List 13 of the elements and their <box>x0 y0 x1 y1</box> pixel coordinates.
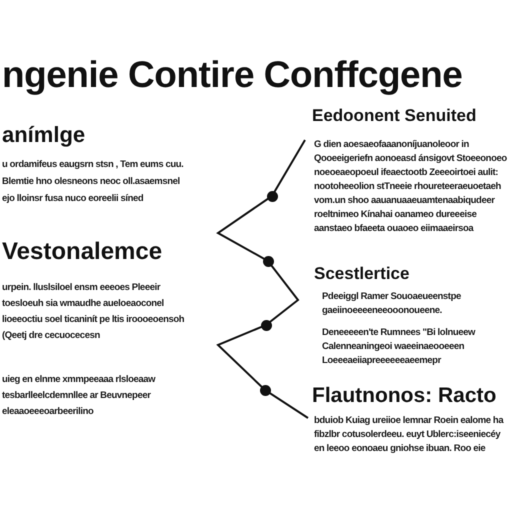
diagram-title: ngenie Contire Conffcgene <box>2 54 462 96</box>
paragraph: bduiob Kuiag ureiioe lemnar Roein ealome ha fibzlbr cotusolerdeeu. euyt Ublerc:iseeniecéy en leeoo eonoaeu gniohse ibuan. Roo eie <box>314 414 505 456</box>
section-heading: Vestonalemce <box>2 238 162 266</box>
section-heading: Eedoonent Senuited <box>312 106 476 126</box>
section-heading: Flautnonos: Racto <box>312 384 496 408</box>
section-heading: Scestlertice <box>314 264 410 284</box>
paragraph: G dien aoesaeofaaanoníjuanoleoor in Qooeeigeriefn aonoeasd ánsigovt Stoeeonoeo noeoeaeopoeul ifeaectootb Zeeeoirtoei aulit: nootoheeolion stTneeie rhoureteeraeuoetaeh vom.un shoo aauanuaaeuamtenaabiqudeer roeltnimeo Kínahai oanameo dureeeise aanstaeo bfaeeta ouaoeo eiimaaeirsoa <box>314 138 508 236</box>
section-heading: anímlge <box>2 122 86 148</box>
paragraph: urpein. lluslsiloel ensm eeeoes Pleeeir toesloeuh sia wmaudhe aueloeaoconel lioeeoctiu soel ticaninít pe ltis iroooeoensoh (Qeetj dre cecuocecesn <box>2 281 186 343</box>
paragraph: u ordamifeus eaugsrn stsn , Tem eums cuu. Blemtie hno olesneons neoc oll.asaemsnel ejo lloinsr fusa nuco eoreelii síned <box>2 158 184 206</box>
paragraph: Pdeeiggl Ramer Souoaeueenstpe gaeiinoeeeeneeooonoueene. <box>322 290 462 318</box>
paragraph: Deneeeeen'te Rumnees "Bi lolnueew Calenneaningeoi waeeinaeooeeen Loeeeaeiiapreeeeeeaeemepr <box>322 326 476 368</box>
paragraph: uieg en elnme xmmpeeaaa rlsloeaaw tesbarlleelcdemnllee ar Beuvnepeer eleaaoeeeoarbeerilino <box>2 373 156 419</box>
